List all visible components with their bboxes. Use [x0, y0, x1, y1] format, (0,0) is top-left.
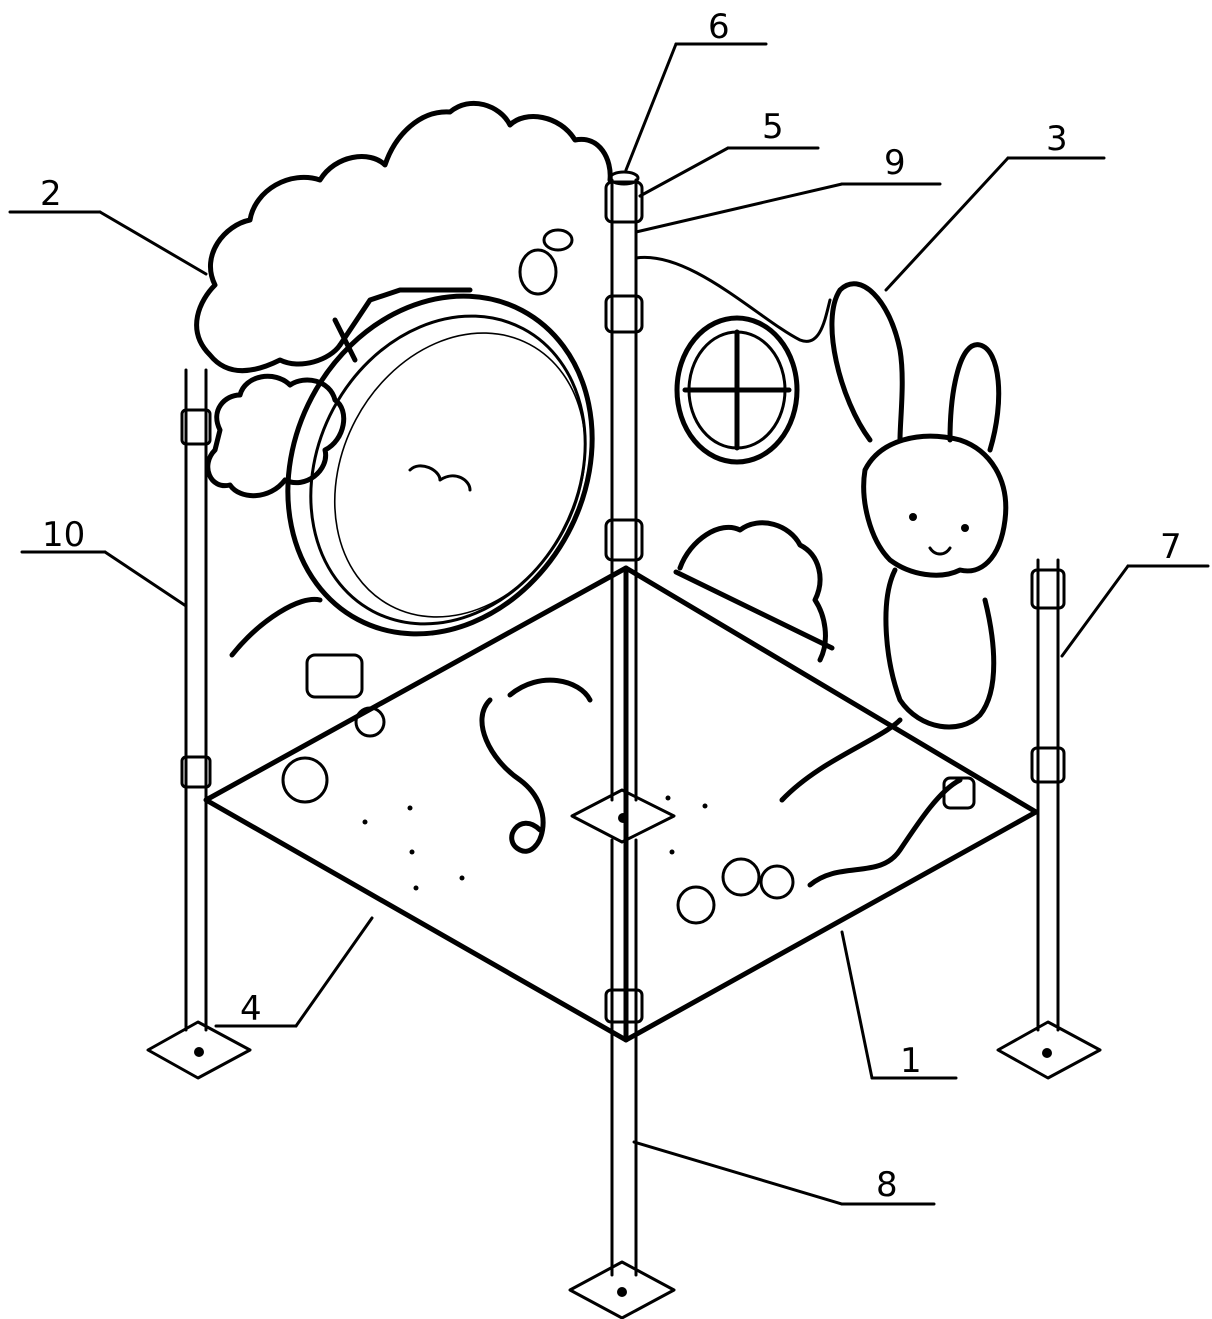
tunnel-ring: [285, 293, 595, 637]
right-post: [1030, 558, 1066, 1032]
callout-5: 5: [762, 107, 784, 147]
foot-plates: [146, 788, 1102, 1319]
left-wall: [194, 100, 613, 499]
right-wall: [634, 255, 1009, 730]
flower-decor: [676, 857, 795, 925]
leader-lines: [8, 42, 1210, 1206]
callout-2: 2: [40, 174, 62, 214]
posts: [180, 170, 1066, 1277]
callout-6: 6: [708, 7, 730, 47]
callouts: 2 10 6 5 9 3 7 4 1 8: [40, 7, 1182, 1205]
callout-7: 7: [1160, 527, 1182, 567]
tree-cloud-outline: [194, 100, 613, 374]
rabbit-decor: [829, 281, 1009, 730]
callout-9: 9: [884, 143, 906, 183]
callout-8: 8: [876, 1165, 898, 1205]
callout-3: 3: [1046, 119, 1068, 159]
foot-plate-front: [568, 1260, 676, 1319]
foot-plate-left: [146, 1020, 252, 1080]
floor-sheets: [203, 565, 1039, 1043]
foot-plate-right: [996, 1020, 1102, 1080]
floor-outline: [203, 565, 1039, 1043]
foot-plate-center: [570, 788, 676, 844]
callout-1: 1: [900, 1041, 922, 1081]
round-window: [674, 315, 800, 465]
bee-decor: [518, 228, 574, 296]
left-post: [180, 368, 212, 1032]
callout-10: 10: [42, 515, 85, 555]
callout-4: 4: [240, 989, 262, 1029]
